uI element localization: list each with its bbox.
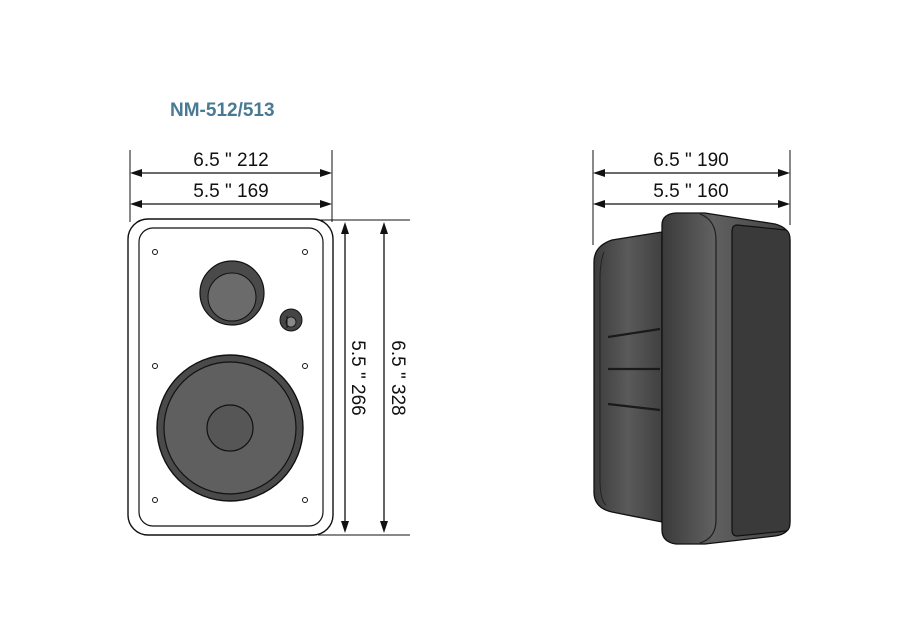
- tweeter: [279, 308, 303, 332]
- depth-inner-dimension: 5.5 " 160: [593, 181, 790, 208]
- back-box-edge: [599, 251, 607, 506]
- width-inner-label: 5.5 " 169: [193, 181, 268, 202]
- height-outer-dimension: 6.5 " 328: [380, 222, 408, 533]
- model-title: NM-512/513: [170, 100, 275, 121]
- woofer: [156, 354, 304, 502]
- depth-outer-label: 6.5 " 190: [653, 150, 728, 171]
- height-inner-dimension: 5.5 " 266: [341, 222, 368, 533]
- depth-outer-dimension: 6.5 " 190: [593, 150, 790, 177]
- midrange-driver: [199, 260, 265, 326]
- width-outer-label: 6.5 " 212: [193, 150, 268, 171]
- screw-holes: [152, 249, 308, 503]
- speaker-grille: [731, 224, 791, 537]
- height-outer-label: 6.5 " 328: [387, 340, 408, 415]
- side-view: 6.5 " 190 5.5 " 160: [592, 150, 791, 545]
- side-vents: [607, 327, 661, 412]
- speaker-back-box: [593, 231, 663, 523]
- width-outer-dimension: 6.5 " 212: [130, 150, 332, 177]
- depth-inner-label: 5.5 " 160: [653, 181, 728, 202]
- front-view: 6.5 " 212 5.5 " 169: [127, 150, 410, 536]
- height-inner-label: 5.5 " 266: [347, 340, 368, 415]
- width-inner-dimension: 5.5 " 169: [130, 181, 332, 208]
